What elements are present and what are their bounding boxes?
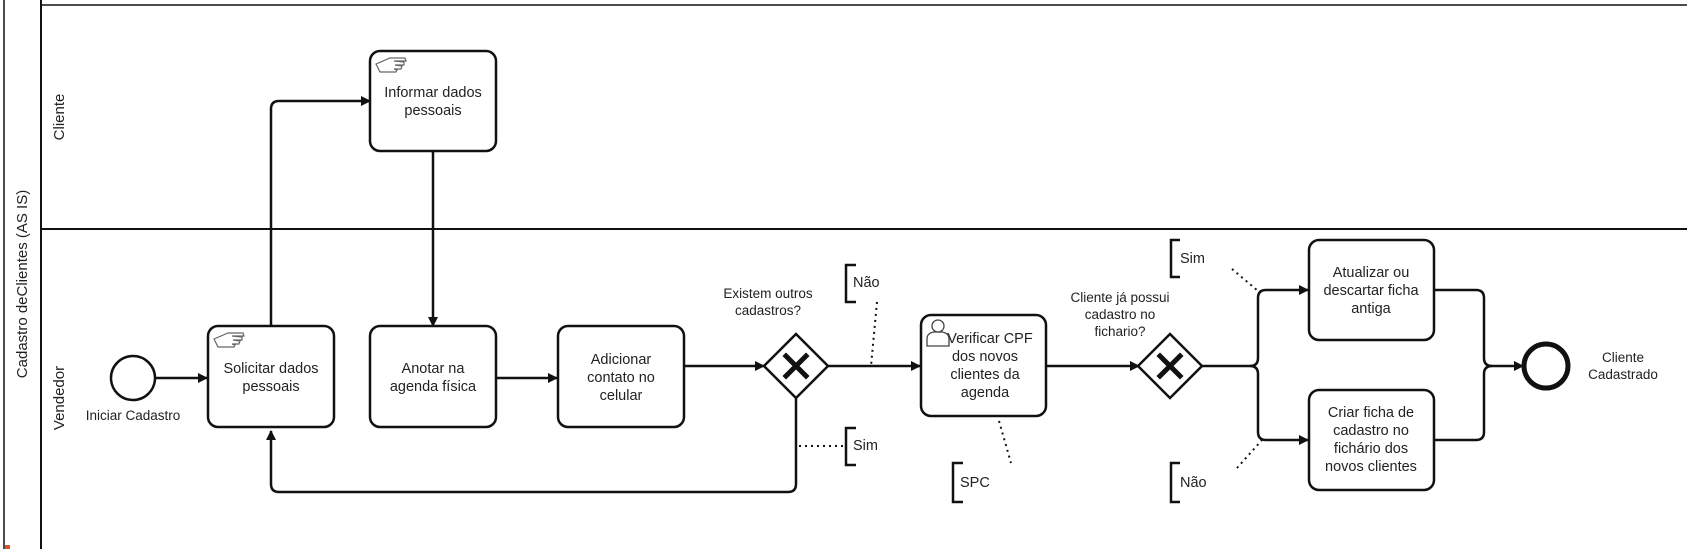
end-event-label-1: Cliente: [1602, 350, 1644, 365]
flow-solicitar-informar: [269, 96, 371, 326]
task-label: contato no: [587, 370, 655, 386]
user-task-icon: [926, 319, 950, 347]
task-label: fichário dos: [1334, 441, 1408, 457]
corner-marker: [5, 545, 10, 549]
gateway-label: fichario?: [1094, 324, 1145, 339]
annotation-text: Sim: [853, 438, 878, 454]
annotation-text: SPC: [960, 475, 990, 491]
sequence-flows: [156, 96, 1524, 494]
manual-task-icon: [213, 332, 245, 348]
task-label: pessoais: [404, 103, 461, 119]
pool: Cadastro deClientes (AS IS) Cliente Vend…: [3, 0, 1687, 549]
task-label: dos novos: [952, 349, 1018, 365]
start-event-label: Iniciar Cadastro: [86, 408, 181, 423]
annotation-nao-2: Não: [1169, 439, 1263, 504]
annotation-sim-1: Sim: [799, 426, 878, 467]
flow-gateway1-solicitar: [266, 396, 798, 494]
task-label: cadastro no: [1333, 423, 1409, 439]
end-event-label-2: Cadastrado: [1588, 367, 1658, 382]
task-label: descartar ficha: [1323, 283, 1419, 299]
task-label: agenda física: [390, 379, 477, 395]
task-label: Anotar na: [402, 361, 466, 377]
end-event: Cliente Cadastrado: [1521, 341, 1658, 391]
task-label: antiga: [1351, 301, 1391, 317]
gateway-existem-cadastros[interactable]: Existem outros cadastros?: [723, 286, 830, 400]
annotation-spc: SPC: [951, 420, 1012, 504]
annotation-sim-2: Sim: [1169, 238, 1259, 292]
gateway-label: cadastros?: [735, 303, 801, 318]
annotation-text: Não: [1180, 475, 1207, 491]
task-label: Verificar CPF: [947, 331, 1033, 347]
task-criar-ficha[interactable]: Criar ficha de cadastro no fichário dos …: [1307, 388, 1436, 492]
task-label: Solicitar dados: [223, 361, 318, 377]
annotation-text: Não: [853, 275, 880, 291]
task-anotar-agenda[interactable]: Anotar na agenda física: [368, 324, 498, 429]
gateway-label: Cliente já possui: [1070, 290, 1169, 305]
task-label: novos clientes: [1325, 459, 1417, 475]
manual-task-icon: [375, 57, 407, 73]
task-label: celular: [600, 388, 643, 404]
gateway-cliente-possui-cadastro[interactable]: Cliente já possui cadastro no fichario?: [1070, 290, 1204, 400]
gateway-label: cadastro no: [1085, 307, 1156, 322]
flow-gateway2-atualizar: [1202, 285, 1309, 368]
task-label: Informar dados: [384, 85, 482, 101]
exclusive-x-icon: [1156, 352, 1184, 380]
exclusive-x-icon: [782, 352, 810, 380]
task-label: Atualizar ou: [1333, 265, 1410, 281]
flow-atualizar-end: [1434, 288, 1524, 371]
lane-label-vendedor: Vendedor: [51, 366, 68, 430]
lane-label-cliente: Cliente: [51, 94, 68, 141]
pool-label: Cadastro deClientes (AS IS): [14, 190, 31, 378]
gateway-label: Existem outros: [723, 286, 813, 301]
task-label: clientes da: [950, 367, 1020, 383]
task-label: Adicionar: [591, 352, 652, 368]
task-informar-dados[interactable]: Informar dados pessoais: [368, 49, 498, 153]
task-label: pessoais: [242, 379, 299, 395]
task-adicionar-contato[interactable]: Adicionar contato no celular: [556, 324, 686, 429]
task-solicitar-dados[interactable]: Solicitar dados pessoais: [206, 324, 336, 429]
annotation-text: Sim: [1180, 251, 1205, 267]
start-event: Iniciar Cadastro: [86, 354, 181, 423]
annotation-nao-1: Não: [844, 263, 880, 367]
task-atualizar-ficha[interactable]: Atualizar ou descartar ficha antiga: [1307, 238, 1436, 342]
task-label: Criar ficha de: [1328, 405, 1414, 421]
task-verificar-cpf[interactable]: Verificar CPF dos novos clientes da agen…: [919, 313, 1048, 418]
flow-gateway2-criar: [1249, 364, 1309, 445]
flow-criar-end: [1434, 364, 1493, 442]
task-label: agenda: [961, 385, 1010, 401]
